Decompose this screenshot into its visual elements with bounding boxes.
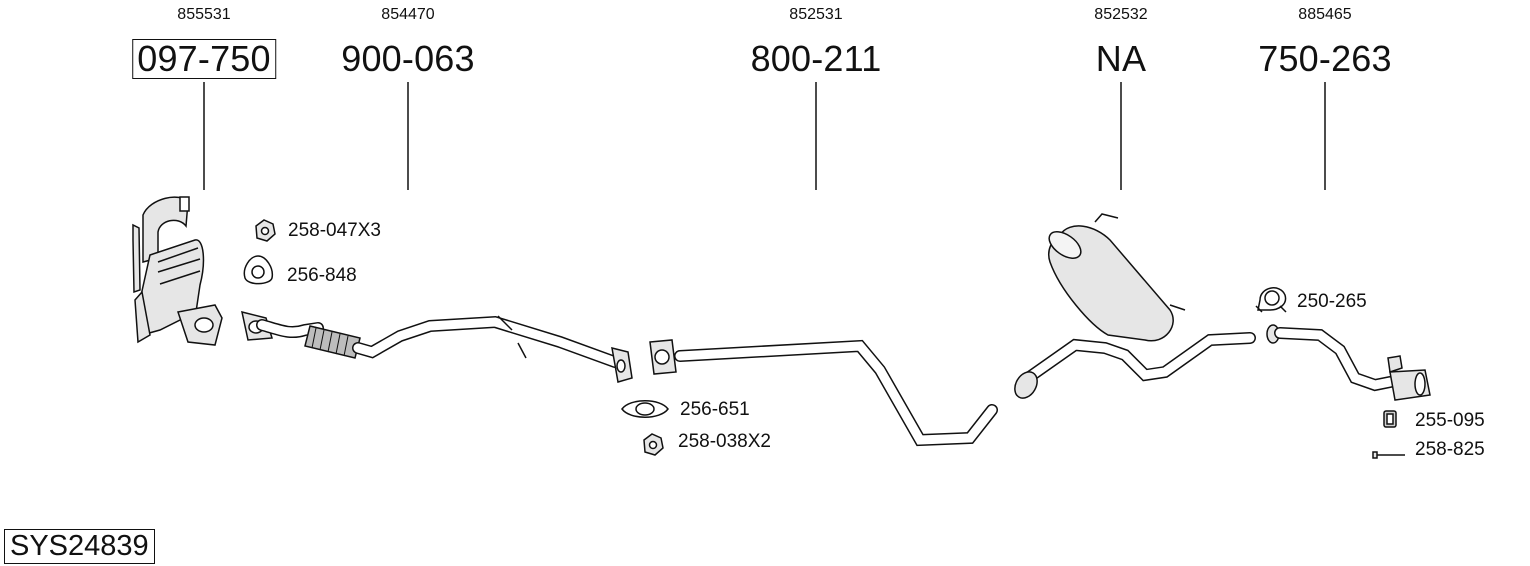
ref-number-2: 854470 — [381, 6, 435, 23]
small-part-label-3[interactable]: 256-651 — [680, 399, 750, 420]
bolt-icon — [1372, 451, 1405, 459]
gasket-icon-2 — [621, 400, 669, 418]
small-part-label-2[interactable]: 256-848 — [287, 265, 357, 286]
part-number-2[interactable]: 900-063 — [341, 38, 475, 79]
clamp-icon — [1255, 287, 1287, 313]
gasket-icon — [243, 255, 274, 285]
small-part-label-1[interactable]: 258-047X3 — [288, 220, 381, 241]
ref-number-4: 852532 — [1094, 6, 1148, 23]
part-number-5[interactable]: 750-263 — [1258, 38, 1392, 79]
small-part-label-7[interactable]: 258-825 — [1415, 439, 1485, 460]
small-part-label-4[interactable]: 258-038X2 — [678, 431, 771, 452]
part-number-3[interactable]: 800-211 — [750, 38, 882, 79]
ref-number-5: 885465 — [1298, 6, 1352, 23]
part-number-1[interactable]: 097-750 — [132, 39, 276, 79]
front-pipe-icon — [241, 310, 633, 383]
part-number-4[interactable]: NA — [1095, 38, 1147, 79]
middle-pipe-icon — [649, 339, 998, 447]
tail-pipe-icon — [1266, 324, 1431, 401]
rubber-mount-icon — [1383, 410, 1397, 428]
system-id-label: SYS24839 — [4, 529, 155, 564]
rear-muffler-icon — [1014, 213, 1256, 399]
nut-icon-2 — [643, 433, 664, 456]
small-part-label-5[interactable]: 250-265 — [1297, 291, 1367, 312]
small-part-label-6[interactable]: 255-095 — [1415, 410, 1485, 431]
ref-number-3: 852531 — [789, 6, 843, 23]
catalytic-converter-icon — [132, 196, 223, 346]
nut-icon — [255, 219, 276, 242]
ref-number-1: 855531 — [177, 6, 231, 23]
